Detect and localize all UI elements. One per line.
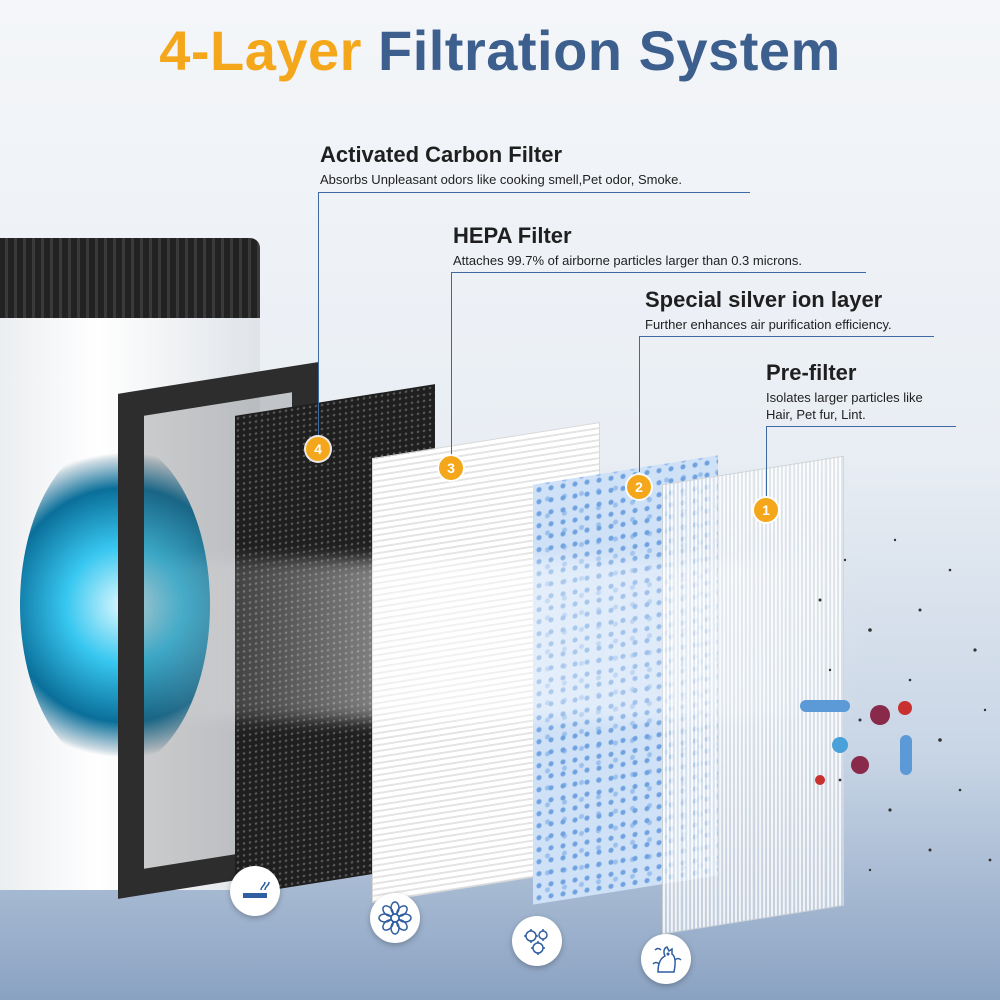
- carbon-filter-description: Absorbs Unpleasant odors like cooking sm…: [320, 172, 683, 187]
- hepa-filter-leader: [451, 272, 452, 456]
- hepa-filter-rule: [451, 272, 866, 273]
- silver-ion-title: Special silver ion layer: [645, 287, 883, 312]
- page-title: 4-Layer Filtration System: [0, 18, 1000, 83]
- hepa-filter-label: HEPA Filter Attaches 99.7% of airborne p…: [453, 223, 802, 269]
- pet-hair-icon: [641, 934, 691, 984]
- silver-ion-leader: [639, 336, 640, 472]
- dust-particles-illustration: [800, 538, 992, 872]
- pre-filter-title: Pre-filter: [766, 360, 857, 385]
- carbon-filter-rule: [318, 192, 750, 193]
- purifier-top-grille: [0, 238, 260, 318]
- pre-filter-rule: [766, 426, 956, 427]
- no-smoking-icon: [230, 866, 280, 916]
- silver-ion-description: Further enhances air purification effici…: [645, 317, 892, 332]
- carbon-filter-leader: [318, 192, 319, 436]
- layer-3-badge: 3: [439, 456, 463, 480]
- silver-ion-rule: [639, 336, 934, 337]
- layer-4-badge: 4: [306, 437, 330, 461]
- germs-icon: [512, 916, 562, 966]
- silver-ion-label: Special silver ion layer Further enhance…: [645, 287, 892, 333]
- layer-1-badge: 1: [754, 498, 778, 522]
- pollen-flower-icon: [370, 893, 420, 943]
- carbon-filter-title: Activated Carbon Filter: [320, 142, 563, 167]
- title-main: Filtration System: [377, 19, 841, 82]
- pre-filter-label: Pre-filter Isolates larger particles lik…: [766, 360, 923, 423]
- pre-filter-description-line1: Isolates larger particles like: [766, 390, 923, 405]
- title-accent: 4-Layer: [159, 19, 362, 82]
- hepa-filter-title: HEPA Filter: [453, 223, 572, 248]
- pre-filter-leader: [766, 426, 767, 496]
- hepa-filter-description: Attaches 99.7% of airborne particles lar…: [453, 253, 803, 268]
- pre-filter-description-line2: Hair, Pet fur, Lint.: [766, 407, 866, 422]
- layer-2-badge: 2: [627, 475, 651, 499]
- airflow-illustration: [150, 560, 870, 720]
- carbon-filter-label: Activated Carbon Filter Absorbs Unpleasa…: [320, 142, 682, 188]
- pre-filter-description: Isolates larger particles like Hair, Pet…: [766, 389, 923, 423]
